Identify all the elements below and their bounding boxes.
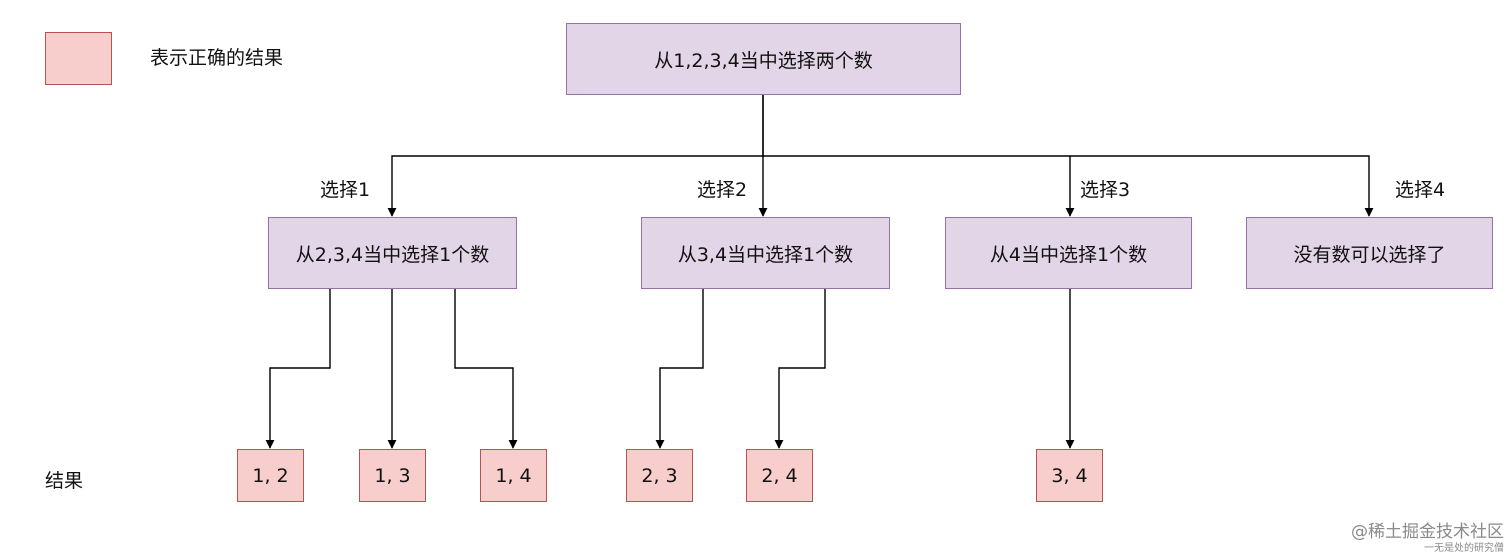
watermark-main: @稀土掘金技术社区 — [1351, 521, 1504, 542]
result-box: 2, 3 — [626, 449, 693, 502]
legend-swatch — [45, 32, 112, 85]
root-node: 从1,2,3,4当中选择两个数 — [566, 23, 961, 95]
node-choice-4: 没有数可以选择了 — [1246, 217, 1493, 289]
branch-label-4: 选择4 — [1395, 179, 1446, 201]
branch-label-2: 选择2 — [697, 179, 748, 201]
result-box: 1, 4 — [480, 449, 547, 502]
node-choice-1: 从2,3,4当中选择1个数 — [268, 217, 517, 289]
result-box: 2, 4 — [746, 449, 813, 502]
result-box: 3, 4 — [1036, 449, 1103, 502]
edge-node1-result-14 — [454, 289, 518, 449]
edge-node2-result-23 — [655, 289, 704, 449]
watermark-sub: 一无是处的研究僧 — [1424, 542, 1504, 554]
watermark: @稀土掘金技术社区 一无是处的研究僧 — [1351, 521, 1504, 554]
result-box: 1, 2 — [237, 449, 304, 502]
edge-root-choice-3 — [763, 155, 1075, 217]
branch-label-3: 选择3 — [1080, 179, 1131, 201]
results-label: 结果 — [45, 470, 84, 492]
node-choice-3: 从4当中选择1个数 — [945, 217, 1192, 289]
branch-label-1: 选择1 — [320, 179, 371, 201]
edge-root-choice-4 — [1070, 155, 1374, 217]
result-box: 1, 3 — [359, 449, 426, 502]
legend-label: 表示正确的结果 — [150, 47, 284, 69]
node-choice-2: 从3,4当中选择1个数 — [641, 217, 890, 289]
edge-node2-result-24 — [774, 289, 826, 449]
edge-node1-result-12 — [265, 289, 331, 449]
